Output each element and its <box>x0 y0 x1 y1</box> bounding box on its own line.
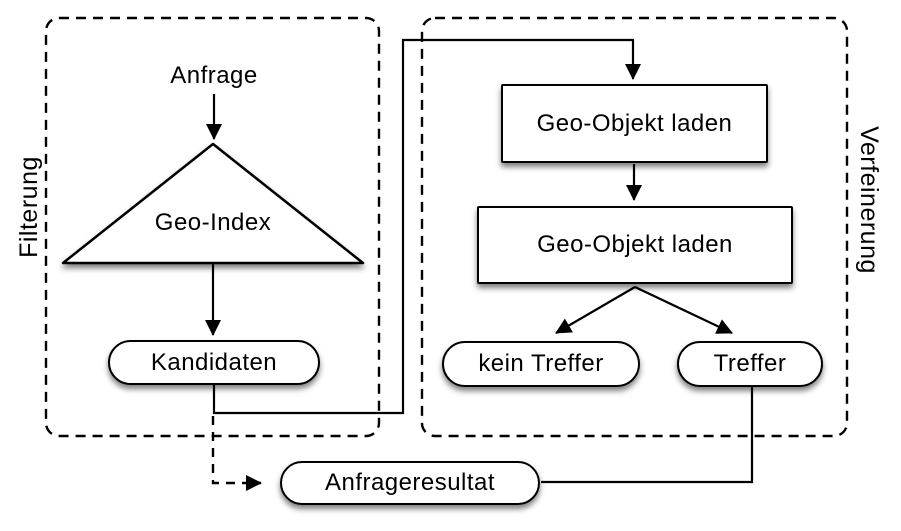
connector-hit-to-result <box>541 387 754 484</box>
filtering-group-label: Filterung <box>15 156 43 258</box>
geo-index-triangle <box>61 142 365 265</box>
arrow-load2-to-no-hit <box>555 286 636 334</box>
candidates-node: Kandidaten <box>108 340 320 385</box>
dashed-arrow-candidates-to-result <box>211 416 262 491</box>
connector-candidates-to-load1 <box>212 38 641 415</box>
load-geo-object-box-2: Geo-Objekt laden <box>477 206 793 284</box>
query-label: Anfrage <box>170 62 258 89</box>
refinement-group-label: Verfeinerung <box>855 126 883 274</box>
refinement-group-box <box>420 16 849 438</box>
query-result-node: Anfrageresultat <box>280 461 540 505</box>
load-geo-object-box-1: Geo-Objekt laden <box>501 84 768 163</box>
hit-node: Treffer <box>677 341 823 387</box>
geo-index-label: Geo-Index <box>154 209 272 236</box>
no-hit-node: kein Treffer <box>442 341 640 387</box>
arrow-load2-to-hit <box>634 286 733 334</box>
